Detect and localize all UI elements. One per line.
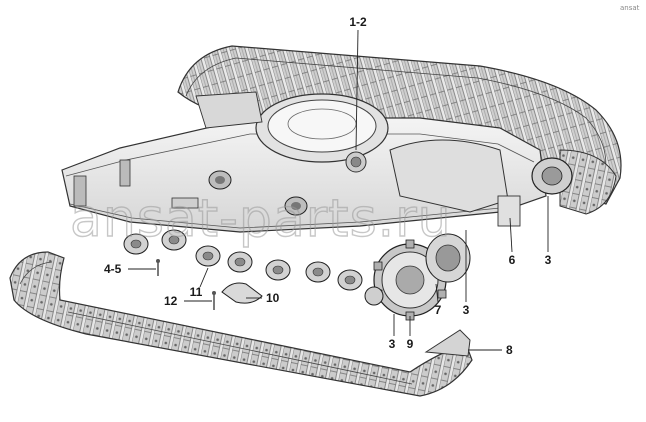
sprocket-drive bbox=[364, 233, 471, 321]
watermark-text: ansat-parts.ru bbox=[70, 189, 452, 249]
callout-10: 10 bbox=[266, 291, 280, 305]
callout-11: 11 bbox=[190, 285, 203, 299]
callout-3-idler: 3 bbox=[545, 253, 552, 267]
callout-leaders bbox=[128, 29, 549, 351]
callout-8: 8 bbox=[506, 343, 513, 357]
corner-mark: ansat bbox=[620, 4, 640, 12]
callout-6: 6 bbox=[509, 253, 516, 267]
carrier-rollers bbox=[171, 170, 308, 216]
callout-1-2: 1-2 bbox=[349, 15, 367, 29]
roller-hubs bbox=[130, 235, 356, 285]
callout-12: 12 bbox=[164, 294, 178, 308]
callout-3-bottom: 3 bbox=[389, 337, 396, 351]
lower-track-chain bbox=[9, 251, 473, 397]
callout-9: 9 bbox=[407, 337, 414, 351]
track-rollers bbox=[123, 229, 363, 291]
callout-7: 7 bbox=[435, 303, 442, 317]
callout-4-5: 4-5 bbox=[104, 262, 122, 276]
idler-wheel-right bbox=[497, 157, 573, 227]
track-frame bbox=[61, 91, 547, 233]
callout-3-sprocket: 3 bbox=[463, 303, 470, 317]
